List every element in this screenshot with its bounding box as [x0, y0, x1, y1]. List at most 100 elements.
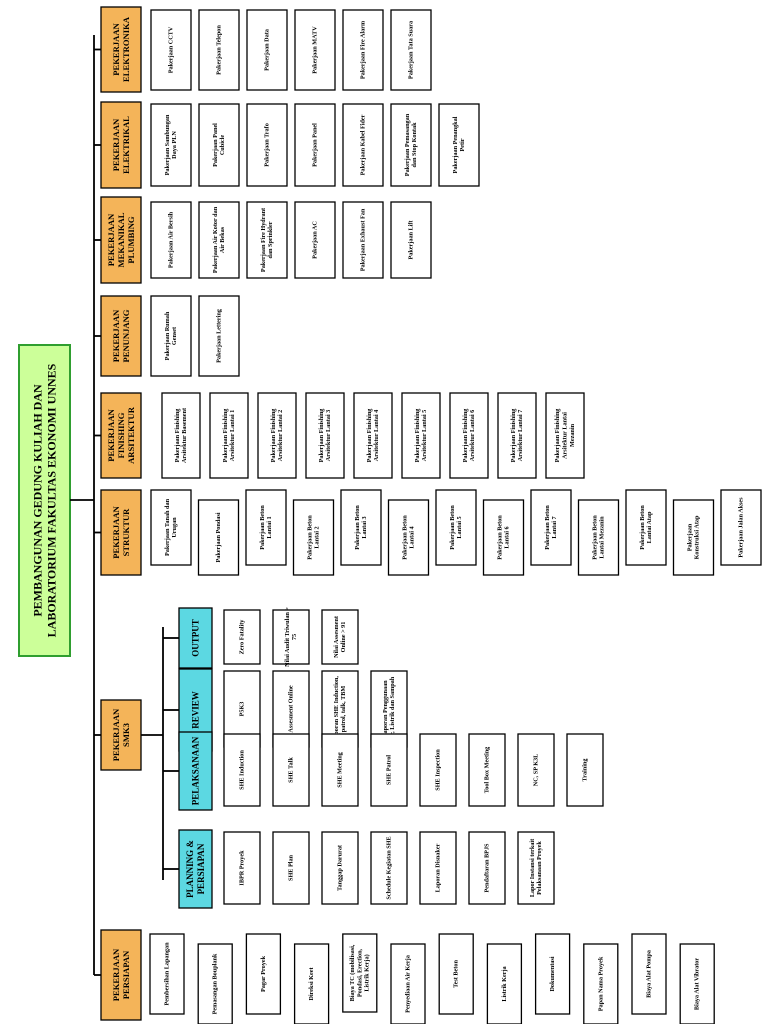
category-box-label: FINISHING	[116, 412, 126, 458]
smk3-item-box: SHE Patrol	[370, 733, 408, 807]
work-item-box-label: Urugan	[171, 517, 178, 538]
smk3-item-box-label: Lapor Instansi terkait	[529, 838, 536, 897]
work-item-box: Biaya Alat Vibrator	[679, 943, 715, 1024]
smk3-item-box-label: Schedule Kegiatan SHE	[386, 836, 393, 899]
work-item-box-label: Pemasangan Bouplank	[212, 953, 219, 1014]
work-item-box: Pakerjaan Kabel Fider	[342, 103, 384, 187]
work-item-box: Pemasangan Bouplank	[197, 943, 233, 1024]
work-item-box: Papan Nama Proyek	[583, 943, 619, 1024]
work-item-box-label: Pakerjaan Kabel Fider	[360, 114, 367, 175]
category-box-label: STRUKTUR	[121, 508, 131, 557]
work-item-box: Pagar Proyek	[245, 933, 282, 1015]
work-item-box-label: Pakerjaan Finishing	[462, 408, 469, 463]
smk3-item-box-label: Nilai Audit Triwulan >	[284, 607, 291, 667]
work-item-box-label: Arsitektur Lantai 3	[325, 410, 332, 461]
smk3-group-box: PELAKSANAAN	[178, 731, 213, 811]
smk3-group-box: PLANNING &PERSIAPAN	[178, 829, 213, 909]
work-item-box-label: Lantai 2	[314, 526, 321, 548]
work-item-box: Pakerjaan Data	[246, 9, 288, 91]
work-item-box: Pembersihan Lapangan	[149, 933, 185, 1015]
smk3-item-box-label: patrol, talk, TBM	[340, 686, 347, 733]
work-item-box-label: Pakerjaan Finishing	[222, 408, 229, 463]
smk3-item-box-label: 75	[291, 634, 298, 640]
work-item-box: Biaya TC (mobilisasi,Pondasi, Erection,L…	[342, 933, 378, 1013]
work-item-box-label: Pakerjaan Air Kotor dan	[212, 206, 219, 273]
work-item-box-label: Pakerjaan Telepon	[216, 25, 223, 75]
work-item-box-label: Pakerjaan MATV	[312, 26, 319, 74]
work-item-box-label: Pakerjaan Jalan Akses	[738, 497, 745, 558]
smk3-item-box: Tanggap Darurat	[321, 831, 359, 905]
category-box-label: PLUMBING	[126, 216, 136, 264]
smk3-item-box-label: Laporan Penggunaan	[382, 680, 389, 738]
smk3-item-box-label: Pendaftaran BPJS	[484, 843, 491, 893]
category-box-label: PEKERJAAN	[111, 505, 121, 558]
smk3-item-box: Zero Fatality	[223, 609, 261, 665]
smk3-item-box: SHE Induction	[223, 733, 261, 807]
work-item-box-label: Pakerjaan Beton	[544, 505, 551, 550]
work-item-box-label: Pakerjaan Pemasangan	[404, 113, 411, 176]
work-item-box: Pakerjaan Tata Suara	[390, 9, 432, 91]
work-item-box: Pakerjaan Trafo	[246, 103, 288, 187]
work-item-box-label: Direksi Keet	[308, 967, 315, 1001]
category-box-label: ELEKTRIKAL	[121, 116, 131, 174]
work-item-box-label: Pakerjaan Lift	[408, 220, 415, 260]
smk3-item-box: Schedule Kegiatan SHE	[370, 831, 408, 905]
work-item-box: Dokumentasi	[534, 933, 571, 1015]
smk3-group-box-label: PERSIAPAN	[196, 843, 206, 894]
smk3-item-box-label: Assesment Online	[288, 685, 295, 733]
smk3-item-box-label: Laporan SHE Induction,	[333, 676, 340, 742]
work-item-box-label: Pakerjaan Beton	[639, 505, 646, 550]
work-item-box-label: Lantai 7	[551, 516, 558, 538]
work-item-box-label: Lantai 3	[361, 516, 368, 538]
smk3-item-box-label: SHE Inspection	[435, 749, 442, 791]
smk3-item-box-label: SHE Patrol	[386, 755, 393, 786]
work-item-box-label: Konstruksi Atap	[694, 515, 701, 559]
work-item-box-label: Lantai Atap	[646, 511, 653, 543]
category-box-label: PEKERJAAN	[111, 22, 121, 75]
work-item-box-label: Pakerjaan Sambungan	[164, 114, 171, 175]
smk3-group-box-label: PLANNING &	[185, 840, 195, 898]
smk3-item-box-label: Online > 91	[340, 622, 347, 653]
work-item-box-label: Biaya Alat Vibrator	[694, 958, 701, 1011]
smk3-item-box-label: IBPR Proyek	[239, 850, 246, 886]
work-item-box: Pakerjaan MATV	[294, 9, 336, 91]
work-item-box-label: Lantai Mezanin	[599, 516, 606, 559]
work-item-box-label: dan Stop Kontak	[411, 122, 418, 168]
work-item-box-label: Mezanin	[569, 423, 576, 447]
smk3-group-box-label: OUTPUT	[191, 619, 201, 657]
diagram-title-label: LABORATORIUM FAKULTAS EKONOMI UNNES	[45, 363, 59, 637]
smk3-item-box-label: Pelaksanaan Proyek	[536, 841, 543, 895]
category-box-label: PEKERJAAN	[111, 118, 121, 171]
smk3-item-box: Tool Box Meeting	[468, 733, 506, 807]
work-item-box: Penyediaan Air Kerja	[390, 943, 426, 1024]
work-item-box-label: Biaya TC (mobilisasi,	[349, 944, 356, 1001]
category-box-label: PEKERJAAN	[106, 213, 116, 266]
work-item-box-label: Pakerjaan Beton	[591, 515, 598, 560]
work-item-box-label: Pakerjaan Fire Alarm	[360, 20, 367, 79]
smk3-item-box-label: SHE Induction	[239, 750, 246, 790]
work-item-box-label: Pakerjaan Beton	[449, 505, 456, 550]
work-item-box-label: Pakerjaan Lettering	[216, 308, 223, 363]
